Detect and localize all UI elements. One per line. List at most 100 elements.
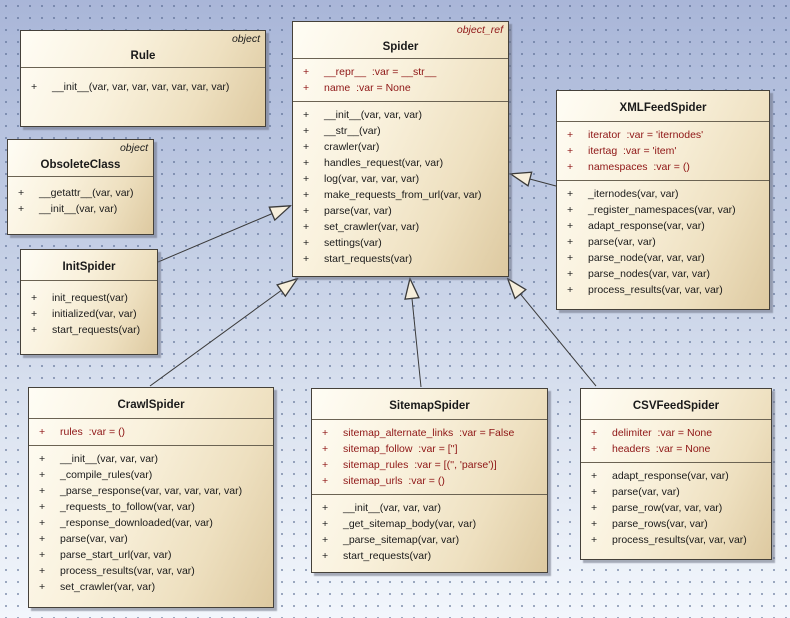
- visibility-symbol: +: [591, 486, 598, 498]
- visibility-symbol: +: [31, 292, 38, 304]
- method-row: + parse_row(var, var, var): [584, 500, 768, 516]
- visibility-symbol: +: [567, 161, 574, 173]
- class-xmlfeedspider[interactable]: XMLFeedSpider +iterator :var = 'iternode…: [556, 90, 770, 310]
- attributes-section: +iterator :var = 'iternodes'+itertag :va…: [557, 121, 769, 180]
- method-row: +__str__(var): [296, 123, 505, 139]
- method-text: adapt_response(var, var): [588, 220, 705, 232]
- method-text: parse_start_url(var, var): [60, 549, 172, 561]
- visibility-symbol: +: [303, 125, 310, 137]
- visibility-symbol: +: [39, 533, 46, 545]
- method-text: __init__(var, var): [39, 203, 118, 215]
- visibility-symbol: +: [567, 268, 574, 280]
- method-text: process_results(var, var, var): [60, 565, 195, 577]
- method-text: process_results(var, var, var): [588, 284, 723, 296]
- method-row: +set_crawler(var, var): [32, 579, 270, 595]
- method-text: __init__(var, var, var): [60, 453, 159, 465]
- generalization-initspider-spider[interactable]: [157, 206, 290, 263]
- method-row: +_requests_to_follow(var, var): [32, 499, 270, 515]
- visibility-symbol: +: [303, 253, 310, 265]
- method-row: + adapt_response(var, var): [560, 218, 766, 234]
- method-text: _iternodes(var, var): [588, 188, 679, 200]
- method-row: + init_request(var): [24, 290, 154, 306]
- visibility-symbol: +: [567, 188, 574, 200]
- method-row: +_register_namespaces(var, var): [560, 202, 766, 218]
- class-sitemapspider[interactable]: SitemapSpider +sitemap_alternate_links :…: [311, 388, 548, 573]
- visibility-symbol: +: [39, 501, 46, 513]
- class-rule[interactable]: object Rule +__init__(var, var, var, var…: [20, 30, 266, 127]
- attribute-row: +sitemap_urls :var = (): [315, 473, 544, 489]
- class-crawlspider[interactable]: CrawlSpider +rules :var = () +__init__(v…: [28, 387, 274, 608]
- stereotype-label: object_ref: [456, 24, 503, 36]
- class-title: ObsoleteClass: [40, 159, 121, 171]
- method-text: process_results(var, var, var): [612, 534, 747, 546]
- visibility-symbol: +: [567, 220, 574, 232]
- method-text: _compile_rules(var): [60, 469, 153, 481]
- visibility-symbol: +: [39, 453, 46, 465]
- class-title: XMLFeedSpider: [619, 102, 707, 114]
- visibility-symbol: +: [303, 237, 310, 249]
- generalization-crawlspider-spider[interactable]: [149, 279, 297, 387]
- attribute-text: namespaces :var = (): [588, 161, 690, 173]
- class-title: Rule: [130, 50, 156, 62]
- visibility-symbol: +: [591, 502, 598, 514]
- method-row: +__init__(var, var, var): [315, 500, 544, 516]
- method-text: set_crawler(var, var): [324, 221, 420, 233]
- method-text: adapt_response(var, var): [612, 470, 729, 482]
- method-text: settings(var): [324, 237, 382, 249]
- method-row: + process_results(var, var, var): [32, 563, 270, 579]
- method-text: _response_downloaded(var, var): [60, 517, 213, 529]
- generalization-sitemapspider-spider[interactable]: [410, 279, 422, 388]
- class-title: CSVFeedSpider: [632, 400, 720, 412]
- visibility-symbol: +: [39, 426, 46, 438]
- attribute-text: sitemap_urls :var = (): [343, 475, 445, 487]
- generalization-xmlfeedspider-spider[interactable]: [511, 174, 557, 186]
- visibility-symbol: +: [303, 141, 310, 153]
- generalization-csvfeedspider-spider[interactable]: [508, 279, 597, 387]
- method-text: init_request(var): [52, 292, 128, 304]
- attribute-row: +delimiter :var = None: [584, 425, 768, 441]
- method-text: parse(var, var): [612, 486, 680, 498]
- method-text: parse_nodes(var, var, var): [588, 268, 710, 280]
- method-row: +parse(var, var): [560, 234, 766, 250]
- method-row: +initialized(var, var): [24, 306, 154, 322]
- visibility-symbol: +: [39, 549, 46, 561]
- method-text: _parse_sitemap(var, var): [343, 534, 460, 546]
- class-initspider[interactable]: InitSpider +init_request(var)+initialize…: [20, 249, 158, 355]
- class-csvfeedspider[interactable]: CSVFeedSpider +delimiter :var = None+hea…: [580, 388, 772, 560]
- class-spider[interactable]: object_ref Spider +__repr__ :var = __str…: [292, 21, 509, 277]
- method-row: +parse(var, var): [296, 203, 505, 219]
- attribute-text: sitemap_rules :var = [('', 'parse')]: [343, 459, 497, 471]
- visibility-symbol: +: [322, 518, 329, 530]
- method-text: initialized(var, var): [52, 308, 137, 320]
- visibility-symbol: +: [322, 459, 329, 471]
- visibility-symbol: +: [39, 469, 46, 481]
- class-obsoleteclass[interactable]: object ObsoleteClass +__getattr__(var, v…: [7, 139, 154, 235]
- visibility-symbol: +: [303, 221, 310, 233]
- attribute-row: +sitemap_alternate_links :var = False: [315, 425, 544, 441]
- method-row: +_response_downloaded(var, var): [32, 515, 270, 531]
- attribute-row: +headers :var = None: [584, 441, 768, 457]
- method-row: +process_results(var, var, var): [560, 282, 766, 298]
- methods-section: +__init__(var, var, var)+__str__(var)+cr…: [293, 101, 508, 276]
- method-text: parse_node(var, var, var): [588, 252, 705, 264]
- methods-section: + init_request(var) +initialized(var, var)…: [21, 280, 157, 354]
- methods-section: + __init__(var, var, var) + _compile_rules(…: [29, 445, 273, 607]
- visibility-symbol: +: [567, 145, 574, 157]
- method-text: start_requests(var): [343, 550, 432, 562]
- class-title: Spider: [382, 41, 419, 53]
- method-row: +process_results(var, var, var): [584, 532, 768, 548]
- method-text: parse_row(var, var, var): [612, 502, 723, 514]
- class-title: SitemapSpider: [389, 400, 470, 412]
- method-row: +crawler(var): [296, 139, 505, 155]
- method-text: parse(var, var): [588, 236, 656, 248]
- visibility-symbol: +: [567, 129, 574, 141]
- visibility-symbol: +: [322, 502, 329, 514]
- visibility-symbol: +: [322, 550, 329, 562]
- method-text: __init__(var, var, var, var, var, var, v…: [52, 81, 230, 93]
- visibility-symbol: +: [303, 205, 310, 217]
- attribute-text: delimiter :var = None: [612, 427, 713, 439]
- visibility-symbol: +: [39, 565, 46, 577]
- attribute-text: headers :var = None: [612, 443, 711, 455]
- visibility-symbol: +: [31, 81, 38, 93]
- method-row: + __init__(var, var, var, var, var, var, …: [24, 79, 262, 95]
